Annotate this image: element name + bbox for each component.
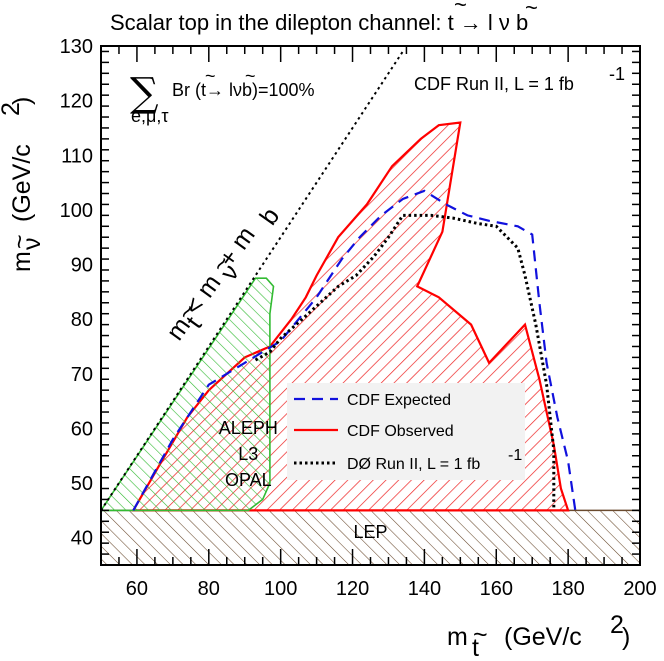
legend-label-observed: CDF Observed — [347, 423, 454, 440]
chart-title: Scalar top in the dilepton channel: t → … — [110, 10, 528, 35]
x-tick-label: 160 — [480, 578, 513, 600]
svg-text:ALEPH: ALEPH — [219, 418, 278, 438]
legend-label-d0: DØ Run II, L = 1 fb — [347, 456, 480, 473]
y-tick-label: 100 — [60, 200, 93, 222]
x-axis-label: m t ~ (GeV/c 2 ) — [447, 611, 630, 661]
y-tick-label: 70 — [71, 364, 93, 386]
svg-text:ν: ν — [18, 238, 46, 251]
x-tick-label: 120 — [336, 578, 369, 600]
svg-text:~: ~ — [6, 234, 34, 249]
y-tick-label: 90 — [71, 255, 93, 277]
title-tilde-nu: ~ — [525, 0, 538, 20]
y-tick-label: 50 — [71, 473, 93, 495]
legend: CDF Expected CDF Observed DØ Run II, L =… — [287, 383, 525, 480]
svg-text:~: ~ — [473, 621, 488, 649]
x-tick-label: 140 — [408, 578, 441, 600]
x-tick-label: 100 — [264, 578, 297, 600]
legend-entry-d0: DØ Run II, L = 1 fb -1 — [294, 447, 522, 473]
kinematic-boundary-line — [101, 50, 404, 511]
svg-text:∑: ∑ — [130, 70, 159, 116]
svg-text:t: t — [472, 634, 479, 661]
x-tick-label: 180 — [551, 578, 584, 600]
cdf-expected-curve — [132, 189, 577, 511]
y-tick-label: 130 — [60, 36, 93, 58]
svg-text:~: ~ — [245, 66, 256, 86]
svg-text:2: 2 — [610, 611, 624, 639]
svg-text:Br (t→ lνb)=100%: Br (t→ lνb)=100% — [172, 80, 315, 100]
svg-text:~: ~ — [205, 66, 216, 86]
y-tick-label: 120 — [60, 91, 93, 113]
y-tick-label: 40 — [71, 528, 93, 550]
aleph-label: ALEPH L3 OPAL — [219, 418, 278, 490]
svg-text:): ) — [8, 97, 36, 105]
aleph-l3-opal-region — [101, 277, 275, 512]
title-tilde-t: ~ — [454, 0, 467, 17]
axis-ticks — [100, 46, 641, 566]
y-tick-label: 110 — [61, 145, 93, 167]
y-tick-label: 60 — [71, 418, 93, 440]
svg-text:OPAL: OPAL — [225, 470, 272, 490]
run-label: CDF Run II, L = 1 fb -1 — [414, 64, 625, 94]
lep-label: LEP — [353, 522, 387, 542]
svg-text:b: b — [254, 203, 285, 231]
svg-text:2: 2 — [0, 102, 25, 116]
svg-text:e,μ,τ: e,μ,τ — [131, 106, 169, 126]
x-tick-label: 200 — [623, 578, 656, 600]
y-tick-labels: 40 50 60 70 80 90 100 110 120 130 — [60, 36, 93, 550]
x-tick-label: 60 — [126, 578, 148, 600]
y-tick-label: 80 — [71, 309, 93, 331]
legend-entry-observed: CDF Observed — [294, 423, 454, 440]
legend-label-expected: CDF Expected — [347, 392, 451, 409]
branching-ratio-annotation: ∑ e,μ,τ Br (t→ lνb)=100% ~ ~ — [130, 66, 315, 126]
svg-text:CDF Run II, L = 1 fb: CDF Run II, L = 1 fb — [414, 74, 574, 94]
svg-text:L3: L3 — [238, 444, 258, 464]
svg-text:(GeV/c: (GeV/c — [504, 623, 582, 651]
x-tick-labels: 60 80 100 120 140 160 180 200 — [126, 578, 657, 600]
x-tick-label: 80 — [198, 578, 220, 600]
d0-run2-curve — [254, 213, 556, 511]
legend-label-d0-sup: -1 — [508, 447, 522, 464]
legend-entry-expected: CDF Expected — [294, 392, 451, 409]
legend-box — [287, 383, 525, 480]
svg-text:m: m — [447, 623, 468, 651]
svg-text:-1: -1 — [609, 64, 625, 84]
svg-text:): ) — [622, 623, 630, 651]
y-axis-label: m ν ~ (GeV/c 2 ) — [0, 97, 46, 272]
svg-text:(GeV/c: (GeV/c — [8, 144, 36, 222]
svg-text:m: m — [8, 251, 36, 272]
